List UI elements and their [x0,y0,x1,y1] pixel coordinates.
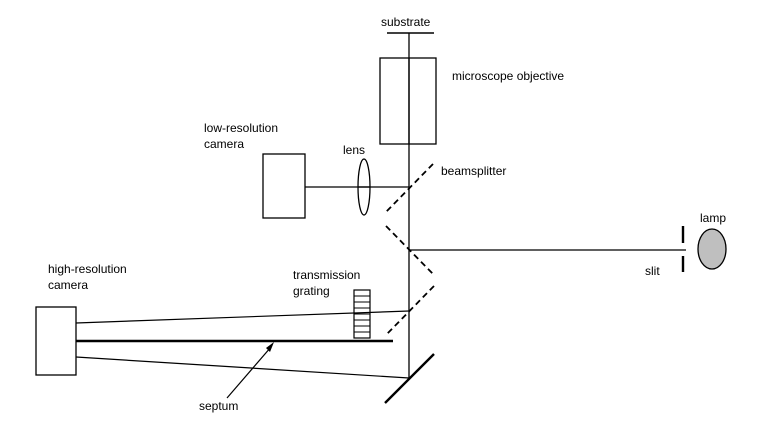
high-resolution-camera-label-line1: high-resolution [48,262,127,276]
septum-label: septum [199,399,238,413]
low-resolution-camera [262,153,306,219]
upper-beam-to-hr-camera [75,310,410,324]
substrate-label: substrate [381,15,431,29]
beamsplitter-lower [384,285,435,337]
lower-beam-to-hr-camera [75,356,410,379]
lamp [697,228,727,270]
beamsplitter-label: beamsplitter [441,164,506,178]
transmission-grating-label-line1: transmission [293,268,360,282]
low-resolution-camera-label-line2: camera [204,137,244,151]
transmission-grating [353,289,371,339]
beamsplitter-upper [384,163,434,214]
high-resolution-camera [35,306,77,376]
lamp-label: lamp [700,211,726,225]
transmission-grating-label-line2: grating [293,284,330,298]
lens-label: lens [343,143,365,157]
bottom-mirror [384,353,435,404]
microscope-objective [379,57,437,145]
low-resolution-camera-label-line1: low-resolution [204,121,278,135]
septum-pointer-arrowhead [266,342,274,352]
septum-pointer-line [226,346,272,399]
microscope-objective-label: microscope objective [452,69,564,83]
slit-label: slit [645,264,660,278]
high-resolution-camera-label-line2: camera [48,278,88,292]
